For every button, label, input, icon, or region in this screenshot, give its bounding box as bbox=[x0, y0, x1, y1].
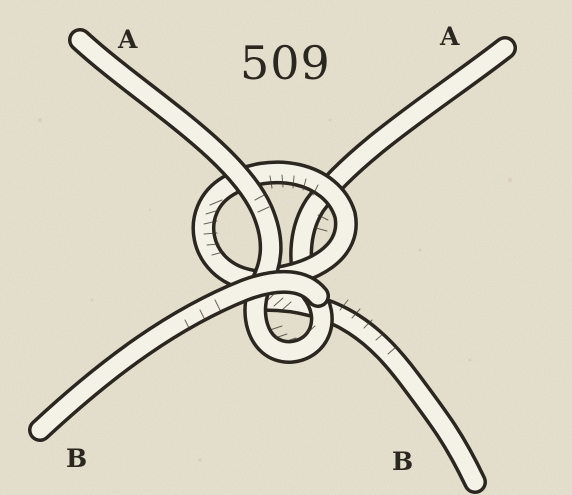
label-a-left: A bbox=[118, 27, 137, 52]
label-a-right: A bbox=[440, 24, 459, 49]
figure-number: 509 bbox=[240, 40, 331, 86]
label-b-left: B bbox=[66, 446, 87, 471]
label-b-right: B bbox=[392, 449, 413, 474]
